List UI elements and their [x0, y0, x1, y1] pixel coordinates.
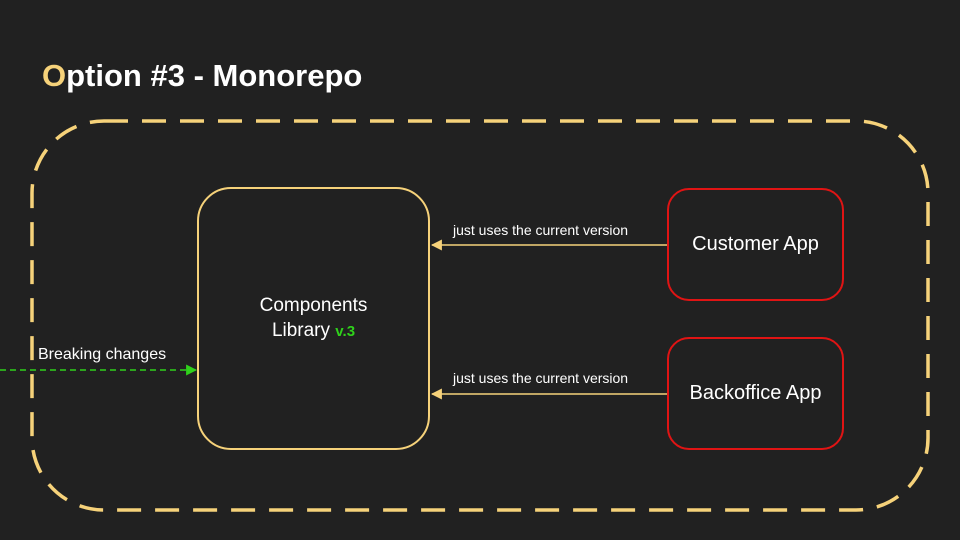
library-version-badge: v.3: [335, 323, 356, 340]
backoffice-edge-label: just uses the current version: [453, 370, 629, 386]
slide-title: Option #3 - Monorepo: [42, 56, 362, 96]
library-label-line2: Library: [271, 320, 331, 341]
title-text: ption #3 - Monorepo: [66, 58, 363, 93]
backoffice-app-label: Backoffice App: [689, 382, 822, 404]
customer-edge-label: just uses the current version: [453, 222, 629, 238]
library-label-line1: Components: [259, 295, 368, 316]
customer-app-node: Customer App: [667, 188, 844, 301]
breaking-changes-label: Breaking changes: [38, 346, 167, 363]
components-library-node: Components Library v.3: [197, 187, 430, 450]
backoffice-app-node: Backoffice App: [667, 337, 844, 450]
title-accent-letter: O: [42, 58, 67, 93]
monorepo-boundary: [30, 119, 930, 512]
customer-app-label: Customer App: [692, 233, 819, 255]
